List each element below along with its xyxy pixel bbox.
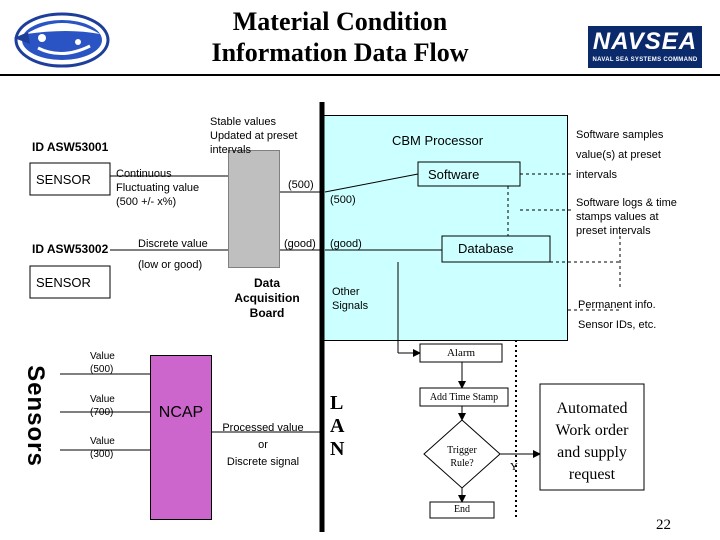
- software-samples-label: Software samples value(s) at preset inte…: [576, 128, 663, 182]
- sensor-id-2: ID ASW53002: [32, 242, 109, 256]
- cbm-value-good: (good): [330, 238, 362, 250]
- daq-board-label: Data Acquisition Board: [222, 276, 312, 321]
- value-300-line-2: (300): [90, 449, 114, 460]
- sensors-vertical-label: Sensors: [8, 360, 68, 470]
- value-500-line-2: (500): [90, 364, 114, 375]
- automated-line-2: Work order: [555, 422, 629, 439]
- logs-line-3: preset intervals: [576, 225, 651, 237]
- samples-line-2: value(s) at preset: [576, 149, 661, 161]
- sensor-ids-label: Sensor IDs, etc.: [578, 319, 657, 331]
- add-time-stamp-label: Add Time Stamp: [429, 392, 499, 403]
- daq-line-3: Board: [249, 306, 285, 320]
- trigger-line-1: Trigger: [447, 445, 477, 456]
- automated-line-1: Automated: [556, 400, 628, 417]
- stable-line-1: Stable values: [210, 116, 277, 128]
- other-line-1: Other: [332, 286, 360, 298]
- value-700-label: Value (700): [90, 393, 115, 419]
- alarm-box-label: Alarm: [446, 347, 476, 359]
- permanent-info-label: Permanent info.: [578, 299, 656, 311]
- cbm-processor-box: [321, 115, 568, 341]
- stable-line-2: Updated at preset: [210, 130, 298, 142]
- sensors-text: Sensors: [22, 365, 49, 467]
- samples-line-1: Software samples: [576, 129, 664, 141]
- continuous-line-2: Fluctuating value: [116, 182, 200, 194]
- logs-line-2: stamps values at: [576, 211, 659, 223]
- daq-value-good: (good): [284, 238, 316, 250]
- value-700-line-2: (700): [90, 407, 114, 418]
- value-500-label: Value (500): [90, 350, 115, 376]
- stable-line-3: intervals: [210, 144, 251, 156]
- processed-line-3: Discrete signal: [226, 456, 300, 468]
- continuous-line-3: (500 +/- x%): [116, 196, 177, 208]
- lan-letter-n: N: [330, 438, 345, 460]
- navsea-logo-subtext: NAVAL SEA SYSTEMS COMMAND: [592, 57, 698, 63]
- discrete-value-label: Discrete value: [138, 238, 208, 250]
- processed-value-label: Processed value or Discrete signal: [214, 421, 312, 469]
- automated-line-3: and supply: [557, 444, 627, 461]
- ncap-box: NCAP: [150, 355, 212, 520]
- continuous-line-1: Continuous: [116, 168, 172, 180]
- end-box-label: End: [453, 504, 471, 515]
- navsea-logo: NAVSEA NAVAL SEA SYSTEMS COMMAND: [588, 26, 702, 68]
- processed-line-2: or: [258, 439, 268, 451]
- discrete-range-label: (low or good): [138, 259, 203, 271]
- data-acquisition-bar: [228, 150, 280, 268]
- software-logs-label: Software logs & time stamps values at pr…: [576, 196, 677, 238]
- title-line-1: Material Condition: [232, 7, 448, 36]
- daq-line-1: Data: [253, 276, 280, 290]
- automated-work-order-label: Automated Work order and supply request: [540, 398, 644, 486]
- ncap-label: NCAP: [158, 404, 204, 421]
- processed-line-1: Processed value: [222, 422, 304, 434]
- continuous-label: Continuous Fluctuating value (500 +/- x%…: [116, 167, 199, 209]
- sensor-1-label: SENSOR: [36, 172, 91, 187]
- yes-label: Y: [510, 461, 518, 473]
- value-300-line-1: Value: [90, 436, 115, 447]
- other-signals-label: Other Signals: [332, 285, 368, 313]
- database-label: Database: [458, 241, 514, 256]
- daq-line-2: Acquisition: [234, 291, 300, 305]
- other-line-2: Signals: [332, 300, 369, 312]
- lan-letter-l: L: [330, 392, 344, 414]
- trigger-rule-label: Trigger Rule?: [432, 444, 492, 470]
- value-300-label: Value (300): [90, 435, 115, 461]
- nasa-emblem-icon: [14, 12, 110, 68]
- navsea-logo-text: NAVSEA: [592, 28, 698, 55]
- cbm-processor-title: CBM Processor: [392, 133, 484, 148]
- title-divider: [0, 74, 720, 76]
- automated-line-4: request: [568, 466, 616, 483]
- page-title: Material Condition Information Data Flow: [160, 6, 520, 68]
- samples-line-3: intervals: [576, 169, 617, 181]
- trigger-line-2: Rule?: [450, 458, 474, 469]
- title-line-2: Information Data Flow: [211, 38, 469, 67]
- sensor-id-1: ID ASW53001: [32, 140, 109, 154]
- sensor-2-label: SENSOR: [36, 275, 91, 290]
- software-label: Software: [428, 167, 480, 182]
- value-500-line-1: Value: [90, 351, 115, 362]
- lan-label: L A N: [330, 392, 344, 461]
- lan-letter-a: A: [330, 415, 345, 437]
- daq-value-500: (500): [288, 179, 314, 191]
- stable-values-label: Stable values Updated at preset interval…: [210, 115, 297, 157]
- logs-line-1: Software logs & time: [576, 197, 677, 209]
- cbm-value-500: (500): [330, 194, 356, 206]
- value-700-line-1: Value: [90, 394, 115, 405]
- page-number: 22: [656, 517, 671, 533]
